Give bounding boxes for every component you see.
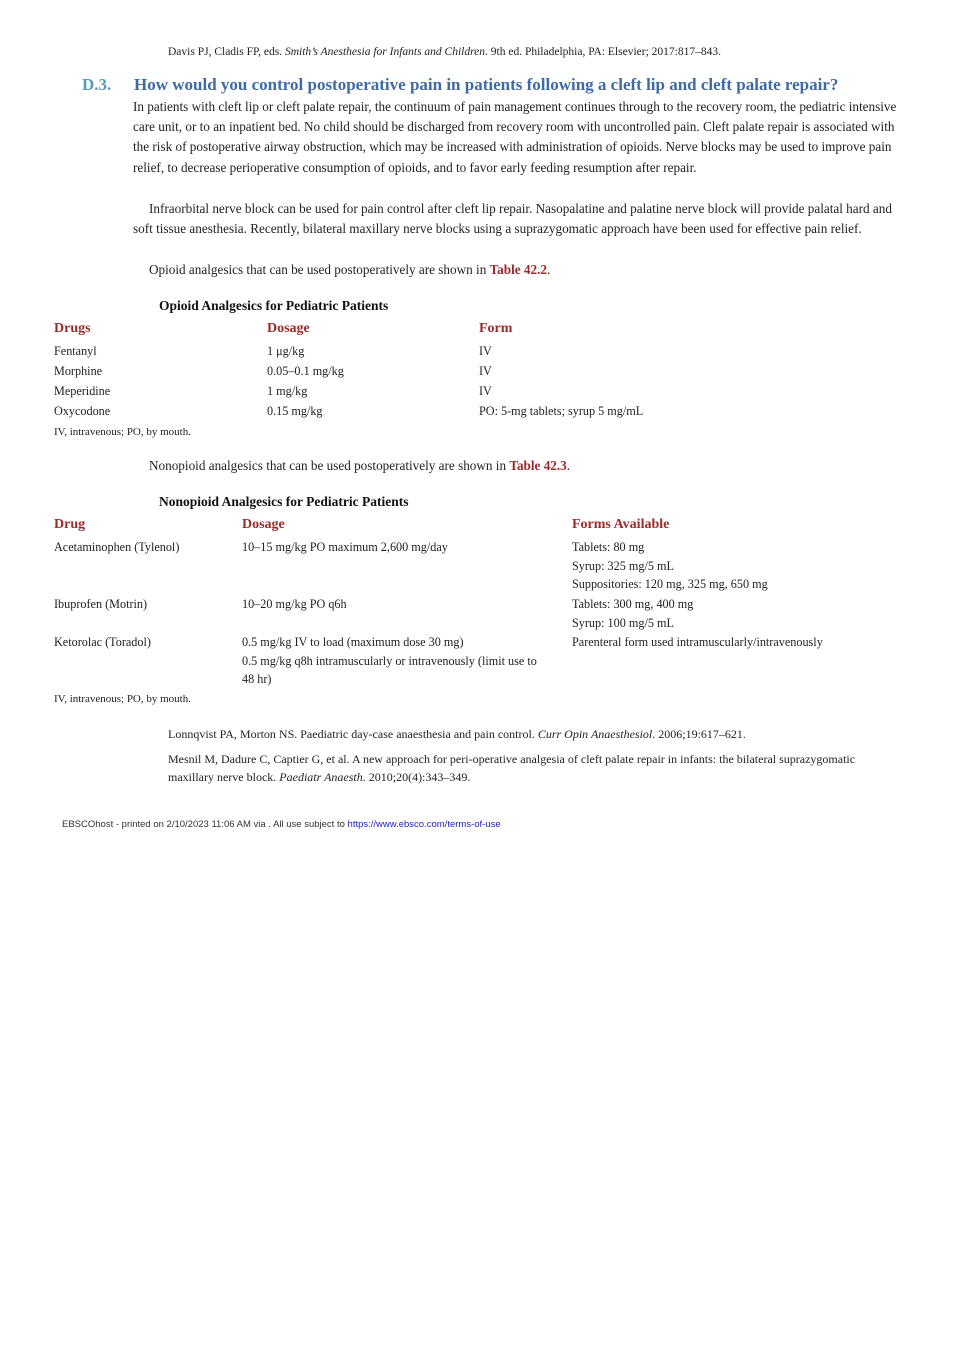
paragraph-3-end: . <box>547 262 551 277</box>
opioid-drug: Fentanyl <box>54 344 97 358</box>
opioid-dosage: 1 mg/kg <box>267 384 308 398</box>
paragraph-1: In patients with cleft lip or cleft pala… <box>133 99 897 175</box>
reference-book-title: Smith’s Anesthesia for Infants and Child… <box>284 46 486 58</box>
reference-citation-top: Davis PJ, Cladis FP, eds. Smith’s Anesth… <box>168 46 721 58</box>
opioid-form: IV <box>479 384 492 398</box>
opioid-header-drugs: Drugs <box>54 321 91 336</box>
nonopioid-header-forms: Forms Available <box>572 517 670 532</box>
opioid-dosage: 0.15 mg/kg <box>267 404 323 418</box>
citation-1-journal: Curr Opin Anaesthesiol <box>537 727 653 741</box>
paragraph-2-text: Infraorbital nerve block can be used for… <box>133 201 892 237</box>
nonopioid-dosage: 0.5 mg/kg q8h intramuscularly or intrave… <box>242 653 537 668</box>
opioid-form: PO: 5-mg tablets; syrup 5 mg/mL <box>479 404 644 418</box>
paragraph-4-end: . <box>566 458 571 473</box>
nonopioid-drug: Ketorolac (Toradol) <box>54 635 151 649</box>
paragraph-4: Nonopioid analgesics that can be used po… <box>133 456 905 476</box>
paragraph-4-text: Nonopioid analgesics that can be used po… <box>149 458 510 473</box>
ebsco-footer: EBSCOhost - printed on 2/10/2023 11:06 A… <box>62 819 501 830</box>
paragraph-2: Infraorbital nerve block can be used for… <box>133 199 905 239</box>
reference-authors: Davis PJ, Cladis FP, eds. <box>168 46 285 58</box>
nonopioid-header-dosage: Dosage <box>242 517 285 532</box>
opioid-form: IV <box>479 364 492 378</box>
citation-2-details: . 2010;20(4):343–349. <box>362 770 471 784</box>
opioid-drug: Morphine <box>54 364 103 378</box>
table-42-2-link[interactable]: Table 42.2 <box>489 262 547 277</box>
table-42-3-link[interactable]: Table 42.3 <box>509 458 567 473</box>
nonopioid-form: Tablets: 300 mg, 400 mg <box>572 597 694 611</box>
terms-of-use-link[interactable]: https://www.ebsco.com/terms-of-use <box>347 819 501 830</box>
nonopioid-dosage: 10–15 mg/kg PO maximum 2,600 mg/day <box>242 540 448 554</box>
nonopioid-form: Syrup: 100 mg/5 mL <box>572 615 674 630</box>
paragraph-3: Opioid analgesics that can be used posto… <box>133 260 905 280</box>
nonopioid-dosage: 0.5 mg/kg IV to load (maximum dose 30 mg… <box>242 635 464 649</box>
nonopioid-drug: Acetaminophen (Tylenol) <box>54 540 180 554</box>
opioid-header-dosage: Dosage <box>267 321 310 336</box>
opioid-drug: Meperidine <box>54 384 111 398</box>
nonopioid-table-title: Nonopioid Analgesics for Pediatric Patie… <box>159 494 409 509</box>
nonopioid-drug: Ibuprofen (Motrin) <box>54 597 148 611</box>
citation-lonnqvist: Lonnqvist PA, Morton NS. Paediatric day-… <box>168 725 868 743</box>
question-number: D.3. <box>82 75 112 94</box>
opioid-form: IV <box>479 344 492 358</box>
opioid-table-footnote: IV, intravenous; PO, by mouth. <box>54 426 191 438</box>
citation-1-details: . 2006;19:617–621. <box>652 727 746 741</box>
nonopioid-form: Parenteral form used intramuscularly/int… <box>572 635 823 649</box>
citation-mesnil: Mesnil M, Dadure C, Captier G, et al. A … <box>168 750 868 786</box>
citation-2-text: Mesnil M, Dadure C, Captier G, et al. A … <box>168 752 856 784</box>
question-heading: How would you control postoperative pain… <box>134 75 839 94</box>
paragraph-3-text: Opioid analgesics that can be used posto… <box>149 262 490 277</box>
opioid-drug: Oxycodone <box>54 404 111 418</box>
nonopioid-table-footnote: IV, intravenous; PO, by mouth. <box>54 693 191 705</box>
opioid-dosage: 1 μg/kg <box>267 344 305 358</box>
nonopioid-form: Syrup: 325 mg/5 mL <box>572 558 674 573</box>
opioid-dosage: 0.05–0.1 mg/kg <box>267 364 344 378</box>
nonopioid-form: Suppositories: 120 mg, 325 mg, 650 mg <box>572 577 768 591</box>
citation-1-text: Lonnqvist PA, Morton NS. Paediatric day-… <box>168 727 538 741</box>
opioid-table-title: Opioid Analgesics for Pediatric Patients <box>159 298 389 313</box>
nonopioid-form: Tablets: 80 mg <box>572 540 645 554</box>
nonopioid-dosage: 10–20 mg/kg PO q6h <box>242 597 347 611</box>
citation-2-journal: Paediatr Anaesth <box>279 770 363 784</box>
footer-text: EBSCOhost - printed on 2/10/2023 11:06 A… <box>62 819 348 830</box>
nonopioid-header-drug: Drug <box>54 517 86 532</box>
reference-details: . 9th ed. Philadelphia, PA: Elsevier; 20… <box>485 46 721 58</box>
nonopioid-dosage: 48 hr) <box>242 672 272 686</box>
opioid-header-form: Form <box>479 321 513 336</box>
